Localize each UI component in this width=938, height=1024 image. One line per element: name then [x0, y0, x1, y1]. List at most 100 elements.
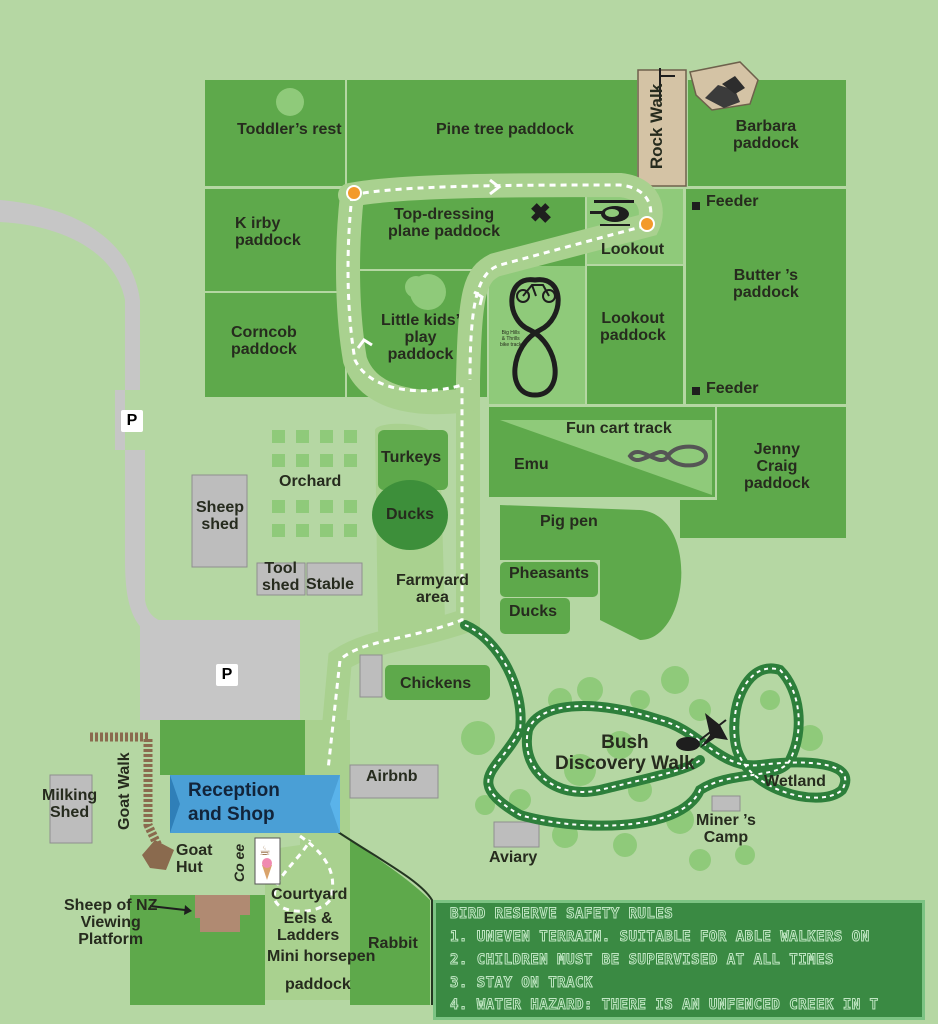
paddock-kirby: [205, 189, 345, 291]
bush-discovery-track-dashes: [464, 624, 846, 827]
paddock-butter: [686, 189, 846, 404]
label-chickens: Chickens: [400, 675, 472, 692]
building-chicken-coop: [359, 654, 383, 698]
building-goat-hut: [142, 840, 174, 870]
helicopter-icon: [590, 200, 634, 226]
safety-rules-panel: BIRD RESERVE SAFETY RULES 1. UNEVEN TERR…: [433, 900, 925, 1020]
building-miners-camp: [711, 795, 741, 812]
coffee-icon: ☕: [259, 844, 271, 859]
viewing-platform: [195, 895, 250, 932]
label-toddlers-rest: Toddler’s rest: [237, 121, 342, 138]
paddock-jenny-craig: [680, 407, 846, 538]
label-mini-horsepen: Mini horsepen: [267, 948, 376, 965]
label-rock-walk: Rock Walk: [647, 83, 667, 170]
label-pine-tree-paddock: Pine tree paddock: [436, 121, 574, 138]
bush-area: [461, 666, 823, 871]
building-tool-shed: [256, 562, 306, 596]
ice-cream-icon: [262, 865, 272, 880]
pen-pheasants: [500, 562, 598, 597]
fun-cart-track-area: [500, 420, 712, 495]
walking-trail-top: [351, 183, 653, 381]
pen-turkeys: [378, 430, 448, 490]
label-pheasants: Pheasants: [509, 565, 590, 582]
paddock-rabbit: [350, 840, 430, 1005]
label-paddock: paddock: [285, 976, 351, 993]
courtyard-trail: [273, 834, 335, 913]
label-pig-pen: Pig pen: [540, 513, 598, 530]
label-feeder-2: Feeder: [706, 380, 759, 397]
label-ducks-1: Ducks: [386, 506, 435, 523]
bike-track-figure-eight: [509, 277, 561, 398]
building-sheep-shed: [191, 474, 248, 568]
label-turkeys: Turkeys: [381, 449, 442, 466]
rock-icon: [722, 76, 745, 94]
label-lookout-top: Lookout: [601, 241, 665, 258]
feeder-icon: [692, 387, 700, 395]
arrow-icon: [659, 68, 675, 100]
tree: [405, 276, 427, 298]
cart-track: [627, 444, 709, 468]
label-goat-walk: Goat Walk: [116, 752, 133, 830]
label-orchard: Orchard: [279, 473, 342, 490]
safety-rule: 3. STAY ON TRACK: [450, 975, 593, 992]
building-aviary: [493, 821, 540, 848]
lawn: [160, 720, 305, 775]
label-courtyard: Courtyard: [271, 886, 348, 903]
trail-marker: [639, 216, 655, 232]
rabbit-boundary: [334, 829, 433, 1005]
safety-rule: 4. WATER HAZARD: THERE IS AN UNFENCED CR…: [450, 997, 879, 1014]
trail-arrow: [356, 337, 373, 349]
parking-sign: P: [216, 664, 238, 686]
label-coee: Co ee: [231, 843, 247, 882]
platform-arrow: [149, 905, 192, 915]
pen-chickens: [385, 665, 490, 700]
walking-trail: [326, 194, 464, 771]
plane-icon: [531, 203, 551, 223]
reception-roof: [170, 775, 340, 833]
safety-rules-title: BIRD RESERVE SAFETY RULES: [449, 906, 674, 923]
trail-marker: [346, 185, 362, 201]
safety-rule: 1. UNEVEN TERRAIN. SUITABLE FOR ABLE WAL…: [450, 929, 870, 946]
label-eels-ladders: Eels &Ladders: [277, 910, 340, 944]
pen-pig: [500, 505, 682, 640]
rock-walk-strip: [637, 69, 687, 187]
paddock-lookout: [587, 266, 683, 404]
label-airbnb: Airbnb: [366, 768, 418, 785]
pen-ducks-2: [500, 598, 570, 634]
label-rabbit: Rabbit: [368, 935, 418, 952]
building-milking-shed: [49, 774, 93, 844]
label-fun-cart-track: Fun cart track: [566, 420, 672, 437]
building-stable: [306, 562, 363, 596]
fantail-bird-icon: [676, 713, 728, 751]
paddock-corncob: [205, 293, 345, 397]
orchard-trees: [272, 430, 357, 537]
pen-ducks-1: [372, 480, 448, 550]
paddock-pine-tree: [347, 80, 637, 186]
safety-rule: 2. CHILDREN MUST BE SUPERVISED AT ALL TI…: [450, 952, 834, 969]
label-wetland: Wetland: [764, 773, 826, 790]
parking-sign: P: [121, 410, 143, 432]
bicycle-icon: [516, 284, 556, 303]
label-feeder-1: Feeder: [706, 193, 759, 210]
tree: [276, 88, 304, 116]
trail-arrow: [489, 178, 502, 196]
label-aviary: Aviary: [489, 849, 538, 866]
